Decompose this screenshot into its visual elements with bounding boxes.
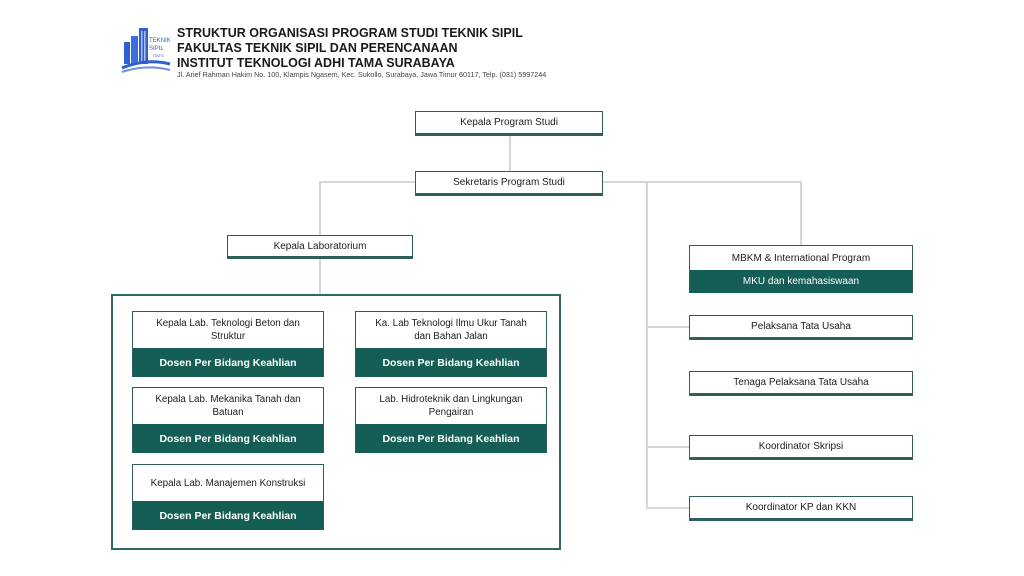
svg-text:SIPIL: SIPIL xyxy=(149,46,164,52)
lab-name: Lab. Hidroteknik dan Lingkungan Pengaira… xyxy=(356,388,546,424)
lab-name: Kepala Lab. Teknologi Beton dan Struktur xyxy=(133,312,323,348)
mbkm-subtitle: MKU dan kemahasiswaan xyxy=(690,270,912,293)
lab-card-mekanika-tanah: Kepala Lab. Mekanika Tanah dan Batuan Do… xyxy=(132,387,324,453)
koordinator-skripsi-box: Koordinator Skripsi xyxy=(689,435,913,458)
connector-down-lab xyxy=(319,181,321,236)
connector-tata-usaha xyxy=(646,326,690,328)
connector-down-mbkm xyxy=(800,181,802,245)
mbkm-title: MBKM & International Program xyxy=(690,246,912,270)
lab-name: Ka. Lab Teknologi Ilmu Ukur Tanah dan Ba… xyxy=(356,312,546,348)
pelaksana-tata-usaha-box: Pelaksana Tata Usaha xyxy=(689,315,913,338)
lab-dosen: Dosen Per Bidang Keahlian xyxy=(133,501,323,530)
lab-name: Kepala Lab. Mekanika Tanah dan Batuan xyxy=(133,388,323,424)
koordinator-skripsi-label: Koordinator Skripsi xyxy=(758,441,844,452)
connector-sekretaris-left xyxy=(319,181,417,183)
pelaksana-tata-usaha-label: Pelaksana Tata Usaha xyxy=(751,321,851,332)
lab-dosen: Dosen Per Bidang Keahlian xyxy=(133,424,323,453)
connector-lab-frame xyxy=(319,258,321,294)
lab-card-manajemen-konstruksi: Kepala Lab. Manajemen Konstruksi Dosen P… xyxy=(132,464,324,530)
kepala-program-studi-box: Kepala Program Studi xyxy=(415,111,603,134)
lab-dosen: Dosen Per Bidang Keahlian xyxy=(133,348,323,377)
lab-card-hidroteknik: Lab. Hidroteknik dan Lingkungan Pengaira… xyxy=(355,387,547,453)
lab-card-beton: Kepala Lab. Teknologi Beton dan Struktur… xyxy=(132,311,324,377)
svg-text:TEKNIK: TEKNIK xyxy=(149,38,171,44)
header-title-line-2: FAKULTAS TEKNIK SIPIL DAN PERENCANAAN xyxy=(177,41,458,55)
tenaga-pelaksana-box: Tenaga Pelaksana Tata Usaha xyxy=(689,371,913,394)
connector-prodi-sekretaris xyxy=(509,134,511,172)
connector-skripsi xyxy=(646,446,690,448)
koordinator-kp-label: Koordinator KP dan KKN xyxy=(745,502,857,513)
header-title-line-1: STRUKTUR ORGANISASI PROGRAM STUDI TEKNIK… xyxy=(177,26,523,40)
itats-logo: TEKNIK SIPIL ITATS xyxy=(120,24,172,74)
lab-card-ukur-tanah: Ka. Lab Teknologi Ilmu Ukur Tanah dan Ba… xyxy=(355,311,547,377)
svg-text:ITATS: ITATS xyxy=(153,53,164,58)
sekretaris-box: Sekretaris Program Studi xyxy=(415,171,603,194)
lab-dosen: Dosen Per Bidang Keahlian xyxy=(356,348,546,377)
sekretaris-label: Sekretaris Program Studi xyxy=(453,177,565,188)
tenaga-pelaksana-label: Tenaga Pelaksana Tata Usaha xyxy=(733,377,869,388)
kepala-laboratorium-label: Kepala Laboratorium xyxy=(273,240,367,252)
header-address: Jl. Arief Rahman Hakim No. 100, Klampis … xyxy=(177,70,547,79)
lab-dosen: Dosen Per Bidang Keahlian xyxy=(356,424,546,453)
kepala-laboratorium-box: Kepala Laboratorium xyxy=(227,235,413,257)
connector-right-trunk xyxy=(646,181,648,509)
lab-name: Kepala Lab. Manajemen Konstruksi xyxy=(133,465,323,501)
connector-sekretaris-right xyxy=(603,181,801,183)
connector-kp xyxy=(646,507,690,509)
kepala-program-studi-label: Kepala Program Studi xyxy=(460,117,558,128)
header-title-line-3: INSTITUT TEKNOLOGI ADHI TAMA SURABAYA xyxy=(177,56,455,70)
koordinator-kp-box: Koordinator KP dan KKN xyxy=(689,496,913,519)
mbkm-box: MBKM & International Program MKU dan kem… xyxy=(689,245,913,293)
